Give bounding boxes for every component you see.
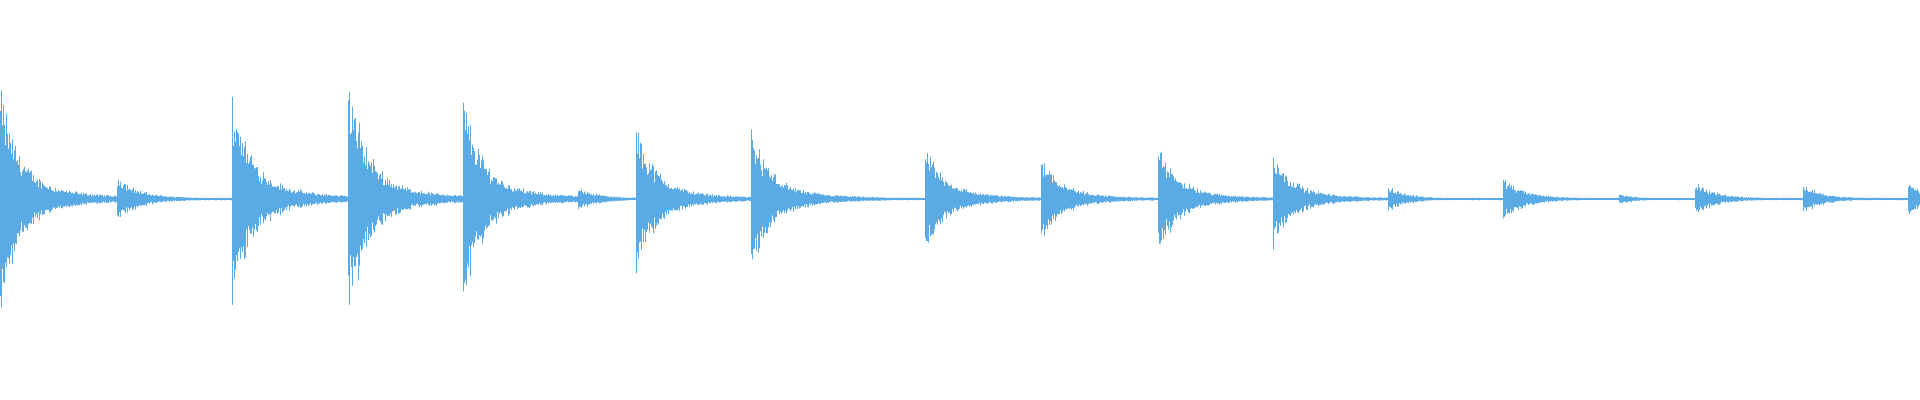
- waveform-peaks: [0, 90, 1920, 308]
- waveform-trace: [0, 90, 1920, 308]
